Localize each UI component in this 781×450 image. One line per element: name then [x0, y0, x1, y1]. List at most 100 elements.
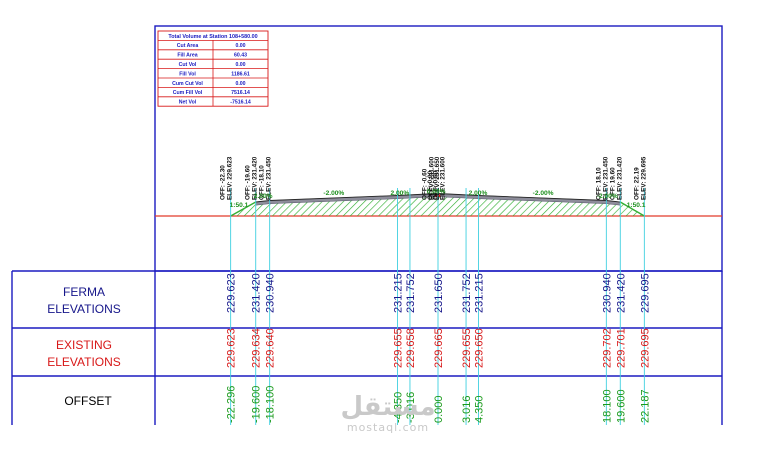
- slope-label: 2.00%: [254, 193, 273, 200]
- point-label-offset: OFF: 22.19: [633, 167, 640, 200]
- volume-row-value: 0.00: [235, 43, 245, 49]
- volume-row-value: 0.00: [235, 62, 245, 68]
- point-label-elevation: ELEV: 229.695: [640, 156, 647, 200]
- existing-label-line1: EXISTING: [56, 338, 112, 352]
- slope-label: 1:50.1: [230, 202, 249, 209]
- offset-value: -19.600: [251, 386, 263, 423]
- existing-elevation-value: 229.655: [393, 328, 405, 368]
- left-side-slope: [230, 201, 257, 217]
- ferma-elevation-value: 231.215: [473, 273, 485, 313]
- existing-elevation-value: 229.658: [405, 328, 417, 368]
- band-grid: [11, 270, 723, 425]
- ferma-elevation-value: 231.420: [615, 273, 627, 313]
- existing-elevation-value: 229.623: [226, 328, 238, 368]
- ferma-elevation-value: 231.215: [393, 273, 405, 313]
- volume-table-title: Total Volume at Station 108+580.00: [168, 34, 257, 40]
- volume-row-label: Net Vol: [179, 100, 197, 106]
- existing-elevation-value: 229.702: [601, 328, 613, 368]
- slope-label: 2.00%: [469, 190, 488, 197]
- point-label-elevation: ELEV: 231.420: [252, 156, 259, 200]
- point-label-offset: OFF: -19.60: [245, 165, 252, 200]
- point-label-elevation: ELEV: 231.450: [602, 156, 609, 200]
- offset-label: OFFSET: [64, 394, 112, 408]
- slope-labels: 1:50.1 2.00% -2.00% 2.00% 0.00% 2.00% -2.00% -2…: [230, 189, 646, 210]
- point-label-offset: OFF: -22.30: [220, 165, 227, 200]
- slope-label: 2.00%: [391, 190, 410, 197]
- existing-elevation-value: 229.665: [433, 328, 445, 368]
- volume-row-label: Cut Vol: [179, 62, 197, 68]
- point-label-offset: OFF: -0.60: [421, 168, 428, 200]
- volume-row-label: Cum Cut Vol: [172, 81, 203, 87]
- slope-label: 0.00%: [427, 189, 446, 196]
- existing-elevation-value: 229.695: [639, 328, 651, 368]
- offset-value: 22.187: [639, 389, 651, 423]
- point-label-elevation: ELEV: 231.650: [434, 156, 441, 200]
- point-label-offset: OFF: 0.00: [427, 170, 434, 200]
- ferma-elevation-value: 229.695: [639, 273, 651, 313]
- offset-value: -3.016: [405, 392, 417, 423]
- ferma-elevation-value: 231.650: [433, 273, 445, 313]
- watermark-arabic: مستقل: [340, 392, 436, 422]
- point-label-offset: OFF: 0.60: [433, 170, 440, 200]
- offset-value: 0.000: [433, 395, 445, 423]
- point-label-elevation: ELEV: 231.600: [428, 156, 435, 200]
- offset-lines: [230, 188, 645, 425]
- ferma-elevation-value: 231.752: [461, 273, 473, 313]
- ferma-elevation-value: 230.940: [601, 273, 613, 313]
- offset-value: 3.016: [461, 395, 473, 423]
- volume-row-value: 7516.14: [231, 90, 250, 96]
- watermark: مستقل mostaql.com: [333, 392, 443, 442]
- volume-row-label: Cum Fill Vol: [173, 90, 203, 96]
- point-label-elevation: ELEV: 231.420: [616, 156, 623, 200]
- point-label-elevation: ELEV: 231.450: [266, 156, 273, 200]
- point-label-elevation: ELEV: 231.600: [440, 156, 447, 200]
- existing-elevation-value: 229.650: [473, 328, 485, 368]
- slope-label: -2.00%: [597, 193, 618, 200]
- volume-row-label: Fill Vol: [179, 71, 196, 77]
- ferma-elevation-value: 229.623: [226, 273, 238, 313]
- point-label-elevation: ELEV: 229.623: [227, 156, 234, 200]
- point-label-offset: OFF: 18.10: [595, 167, 602, 200]
- offset-value: 18.100: [601, 389, 613, 423]
- ferma-label-line2: ELEVATIONS: [47, 302, 121, 316]
- right-side-slope: [619, 201, 645, 217]
- watermark-latin: mostaql.com: [346, 421, 430, 434]
- ferma-elevation-value: 230.940: [265, 273, 277, 313]
- offset-value: -22.296: [226, 386, 238, 423]
- volume-row-value: 60.43: [234, 53, 247, 59]
- volume-row-value: -7516.14: [230, 100, 251, 106]
- point-label-offset: OFF: 19.60: [609, 167, 616, 200]
- offset-value: 19.600: [615, 389, 627, 423]
- ferma-label-line1: FERMA: [63, 285, 105, 299]
- existing-elevation-value: 229.640: [265, 328, 277, 368]
- ferma-elevation-value: 231.752: [405, 273, 417, 313]
- volume-row-label: Fill Area: [177, 53, 197, 59]
- slope-label: -2.00%: [533, 190, 554, 197]
- ferma-elevation-value: 231.420: [251, 273, 263, 313]
- existing-label-line2: ELEVATIONS: [47, 355, 121, 369]
- volume-row-label: Cut Area: [177, 43, 199, 49]
- volume-row-value: 1186.61: [231, 71, 250, 77]
- point-label-offset: OFF: -18.10: [259, 165, 266, 200]
- existing-elevation-value: 229.634: [251, 328, 263, 368]
- offset-value: 4.350: [473, 395, 485, 423]
- slope-label: 1:50.1: [627, 202, 646, 209]
- slope-label: -2.00%: [323, 190, 344, 197]
- offset-value: -18.100: [265, 386, 277, 423]
- existing-elevation-value: 229.701: [615, 328, 627, 368]
- offset-value: -4.350: [393, 392, 405, 423]
- volume-row-value: 0.00: [235, 81, 245, 87]
